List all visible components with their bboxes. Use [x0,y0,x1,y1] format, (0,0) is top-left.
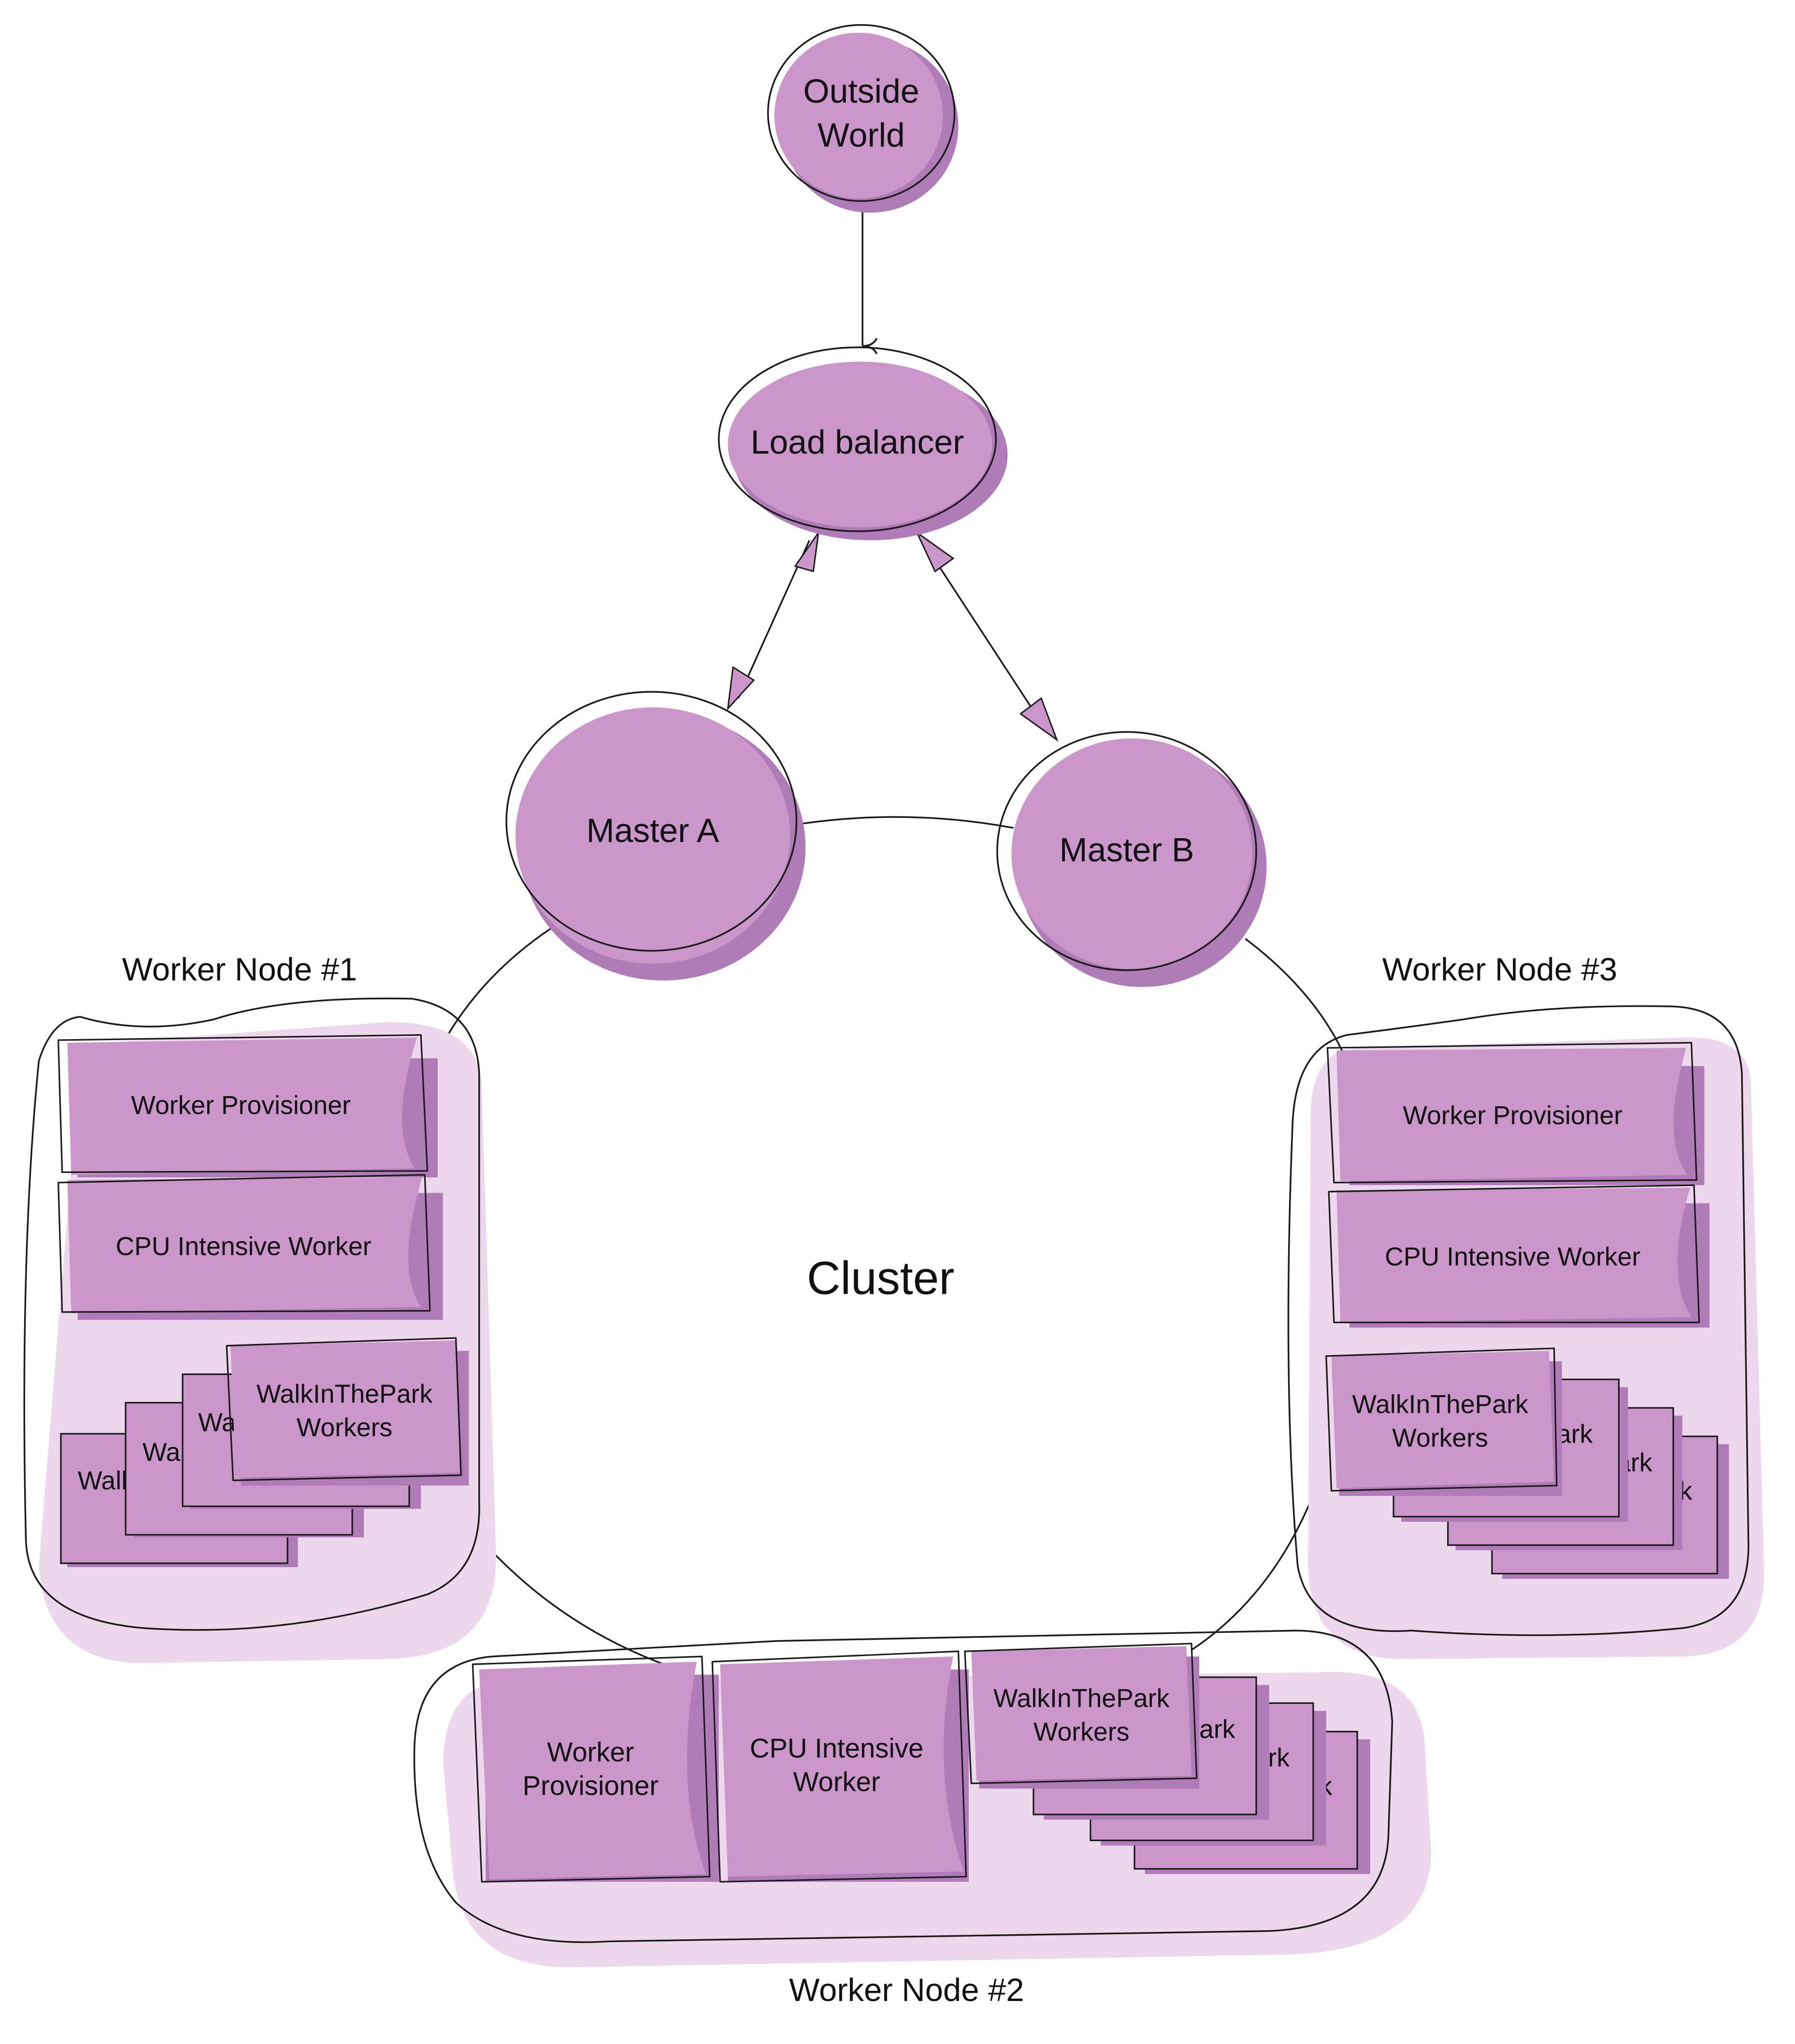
edge-master-b-worker-node-3 [1245,938,1350,1069]
worker-node-2-walk-line-1: WalkInThePark [993,1684,1170,1713]
master-b-label: Master B [1060,831,1194,869]
worker-node-3-title: Worker Node #3 [1382,952,1618,988]
worker-node-1-provisioner-label: Worker Provisioner [131,1091,351,1120]
worker-node-2: Worker Node #2 Worker Provisioner CPU In… [413,1629,1431,2008]
worker-node-2-walk-line-2: Workers [1034,1717,1130,1746]
worker-node-3-walk-line-1: WalkInThePark [1352,1390,1528,1419]
edge-master-a-master-b [799,816,1014,829]
worker-node-1-walk-line-2: Workers [297,1413,393,1442]
worker-node-2-provisioner-line-2: Provisioner [523,1771,659,1801]
worker-node-1-container [23,997,480,1631]
worker-node-2-container [413,1629,1393,1943]
edge-worker-node-3-worker-node-2 [1191,1500,1312,1651]
worker-node-3-walk-line-2: Workers [1392,1424,1488,1453]
arrowhead-lb-b-top [915,530,955,572]
worker-node-2-title: Worker Node #2 [789,1972,1024,2008]
arrows [727,206,1059,742]
worker-node-3-walk-partial-1: ark [1557,1420,1593,1449]
edge-master-a-worker-node-1 [439,928,551,1049]
outside-world-line-1: Outside [803,72,919,110]
node-load-balancer: Load balancer [718,346,1008,541]
arrowhead-lb-a-bottom [727,666,755,711]
worker-node-2-walk-stack: rk ark ark WalkInThePark Workers [964,1643,1370,1874]
edge-worker-node-1-worker-node-2 [495,1555,672,1668]
worker-node-3-walk-stack: rk ark ark WalkInThePark Workers [1325,1347,1729,1579]
node-master-b: Master B [996,731,1267,987]
worker-node-3-cpu-label: CPU Intensive Worker [1385,1242,1640,1271]
outside-world-line-2: World [818,116,905,154]
worker-node-3: Worker Node #3 Worker Provisioner CPU In… [1287,952,1765,1659]
cluster-connections [439,816,1350,1668]
worker-node-1-walk-stack: Walk Wal Wa WalkInThePark Workers [60,1337,469,1567]
master-a-label: Master A [586,812,719,849]
node-master-a: Master A [505,691,806,981]
worker-node-2-walk-partial-1: ark [1199,1715,1235,1744]
node-outside-world: Outside World [767,24,959,213]
worker-node-2-cpu-line-1: CPU Intensive [750,1733,924,1763]
cluster-label: Cluster [807,1252,955,1304]
arrow-load-balancer-master-b [921,540,1048,731]
worker-node-1-title: Worker Node #1 [122,952,358,988]
arrowhead-lb-a-top [794,532,819,572]
worker-node-1: Worker Node #1 Worker Provisioner CPU In… [23,952,496,1663]
load-balancer-label: Load balancer [751,423,964,461]
arrowhead-lb-b-bottom [1019,697,1059,742]
worker-node-2-cpu-line-2: Worker [793,1767,880,1797]
worker-node-1-walk-line-1: WalkInThePark [257,1380,433,1409]
worker-node-3-provisioner-label: Worker Provisioner [1403,1101,1623,1130]
worker-node-2-provisioner-line-1: Worker [547,1737,634,1767]
worker-node-3-container [1287,1005,1750,1636]
worker-node-1-walk-partial-2: Wal [143,1438,186,1467]
worker-node-1-cpu-label: CPU Intensive Worker [115,1232,371,1261]
